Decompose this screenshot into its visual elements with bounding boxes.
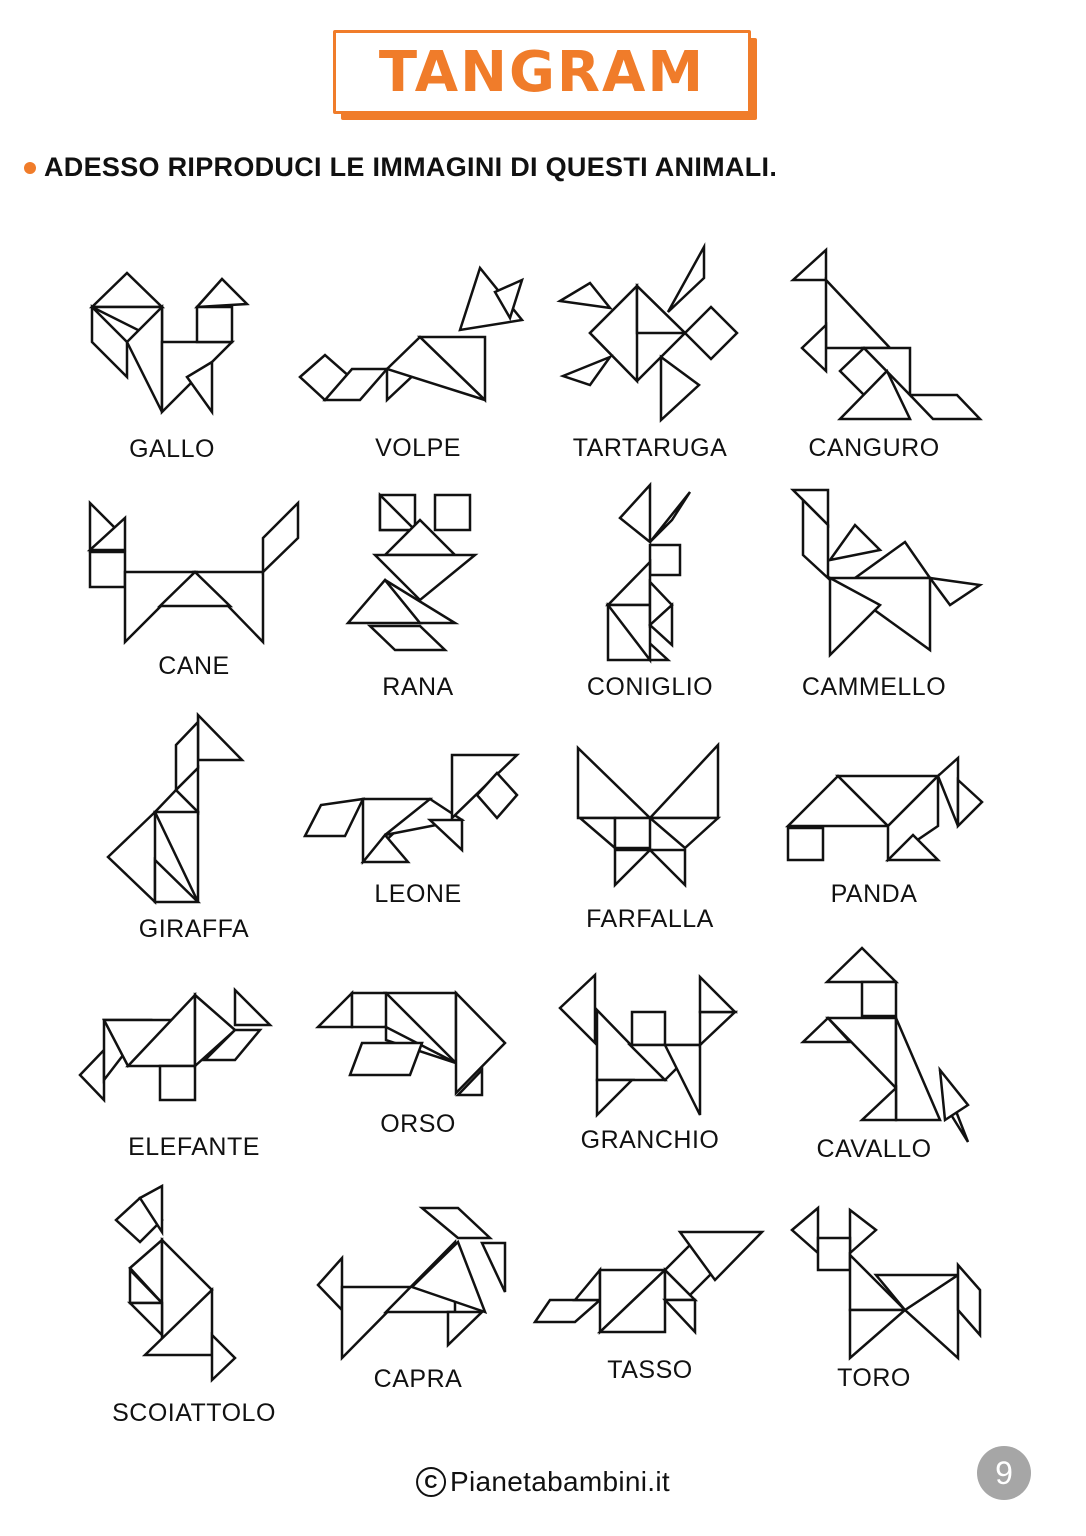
instruction: ADESSO RIPRODUCI LE IMMAGINI DI QUESTI A…: [24, 152, 777, 183]
tangram-elefante: [78, 986, 274, 1104]
bullet-icon: [24, 161, 36, 174]
tangram-canguro: [789, 247, 983, 421]
label-capra: CAPRA: [373, 1365, 463, 1393]
footer: C Pianetabambini.it: [416, 1466, 670, 1498]
instruction-text: ADESSO RIPRODUCI LE IMMAGINI DI QUESTI A…: [44, 152, 778, 182]
label-giraffa: GIRAFFA: [138, 915, 250, 943]
label-cammello: CAMMELLO: [801, 673, 947, 701]
title-banner: TANGRAM: [333, 30, 757, 120]
copyright-icon: C: [416, 1467, 447, 1497]
label-gallo: GALLO: [129, 435, 215, 463]
label-orso: ORSO: [380, 1110, 456, 1138]
label-elefante: ELEFANTE: [128, 1133, 260, 1161]
tangram-gallo: [88, 271, 250, 416]
tangram-farfalla: [576, 741, 722, 889]
tangram-tartaruga: [556, 242, 739, 423]
tangram-rana: [345, 491, 479, 652]
tangram-orso: [314, 989, 507, 1097]
tangram-cane: [86, 499, 300, 646]
tangram-capra: [316, 1206, 507, 1362]
label-cane: CANE: [158, 652, 230, 680]
tangram-coniglio: [605, 481, 692, 664]
tangram-tasso: [532, 1230, 765, 1336]
footer-site: Pianetabambini.it: [450, 1466, 670, 1497]
label-tasso: TASSO: [607, 1356, 693, 1384]
page-number: 9: [995, 1454, 1013, 1491]
label-coniglio: CONIGLIO: [586, 673, 714, 701]
label-tartaruga: TARTARUGA: [572, 434, 728, 462]
label-rana: RANA: [382, 673, 454, 701]
tangram-toro: [790, 1205, 982, 1361]
tangram-leone: [302, 753, 521, 865]
tangram-giraffa: [106, 711, 245, 905]
label-farfalla: FARFALLA: [586, 905, 714, 933]
label-canguro: CANGURO: [808, 434, 940, 462]
label-scoiattolo: SCOIATTOLO: [112, 1399, 276, 1427]
label-cavallo: CAVALLO: [816, 1135, 932, 1163]
tangram-granchio: [558, 972, 739, 1119]
label-panda: PANDA: [830, 880, 918, 908]
tangram-panda: [784, 755, 984, 863]
label-volpe: VOLPE: [375, 434, 461, 462]
page-number-badge: 9: [977, 1446, 1031, 1500]
label-leone: LEONE: [374, 880, 462, 908]
label-toro: TORO: [837, 1364, 911, 1392]
tangram-volpe: [298, 265, 525, 403]
tangram-cavallo: [799, 946, 970, 1143]
title-box: TANGRAM: [333, 30, 751, 114]
page-title: TANGRAM: [378, 39, 706, 105]
tangram-cammello: [789, 488, 984, 659]
label-granchio: GRANCHIO: [580, 1126, 720, 1154]
tangram-scoiattolo: [114, 1183, 237, 1383]
